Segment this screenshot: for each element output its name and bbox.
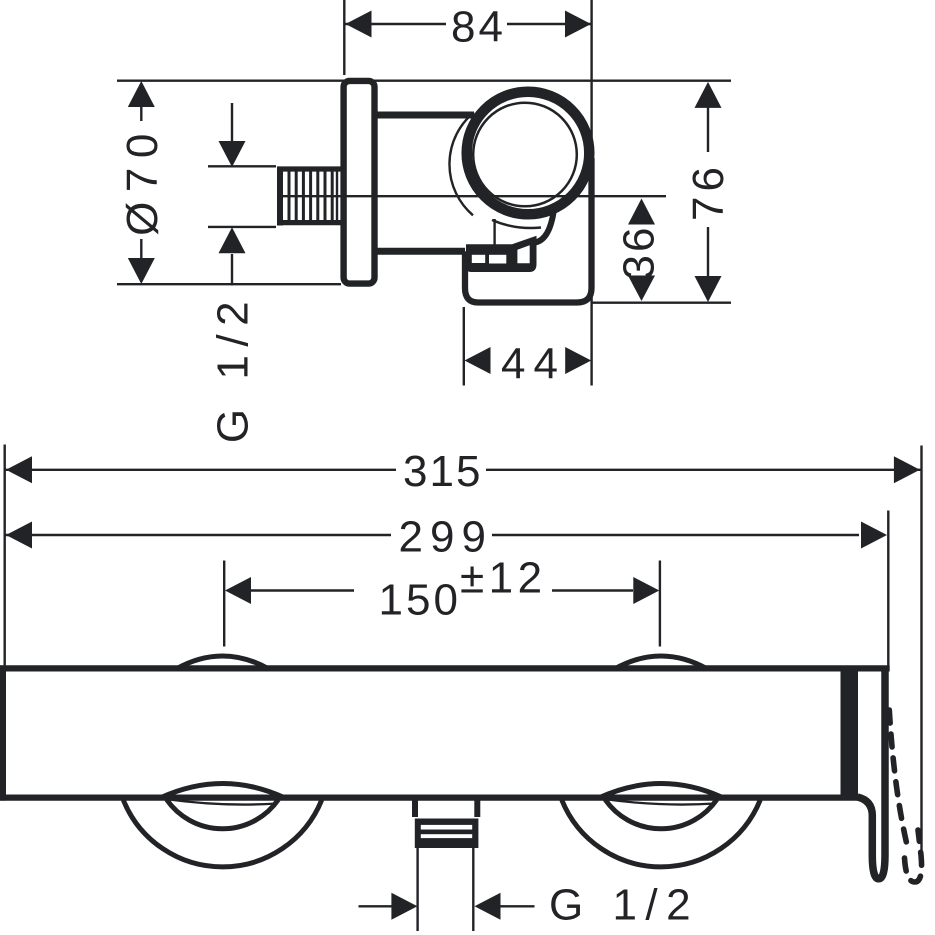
svg-text:G 1/2: G 1/2 — [549, 880, 699, 929]
svg-text:150: 150 — [379, 576, 461, 625]
svg-text:Ø70: Ø70 — [118, 124, 167, 236]
svg-text:±12: ±12 — [460, 553, 547, 602]
svg-text:G 1/2: G 1/2 — [209, 293, 258, 443]
svg-text:44: 44 — [501, 339, 566, 388]
svg-text:76: 76 — [684, 162, 733, 221]
svg-text:299: 299 — [399, 513, 493, 562]
svg-text:36: 36 — [615, 225, 664, 280]
svg-text:84: 84 — [451, 3, 506, 52]
svg-text:315: 315 — [403, 447, 482, 496]
